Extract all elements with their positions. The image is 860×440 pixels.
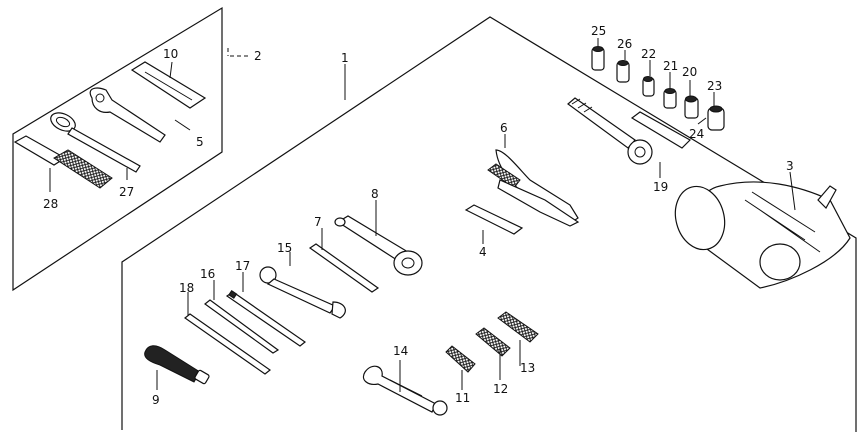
main-kit-frame bbox=[121, 16, 857, 432]
part-13-hex-bit[interactable] bbox=[497, 311, 539, 343]
callout-10: 10 bbox=[163, 47, 178, 61]
callout-26: 26 bbox=[617, 37, 632, 51]
callout-19: 19 bbox=[653, 180, 668, 194]
callout-4: 4 bbox=[479, 245, 487, 259]
callout-21: 21 bbox=[663, 59, 678, 73]
callout-14: 14 bbox=[393, 344, 408, 358]
part-21-socket[interactable] bbox=[663, 88, 677, 109]
callout-27: 27 bbox=[119, 185, 134, 199]
callout-17: 17 bbox=[235, 259, 250, 273]
part-10-strip[interactable] bbox=[130, 61, 207, 109]
part-9-screwdriver-grip[interactable] bbox=[144, 345, 210, 385]
part-12-hex-bit[interactable] bbox=[475, 327, 511, 357]
part-6-pliers[interactable] bbox=[487, 149, 580, 227]
callout-22: 22 bbox=[641, 47, 656, 61]
part-16-phillips-shaft[interactable] bbox=[204, 299, 280, 354]
part-24-socket[interactable] bbox=[707, 105, 725, 131]
callout-3: 3 bbox=[786, 159, 794, 173]
callout-16: 16 bbox=[200, 267, 215, 281]
part-5-hook-spanner[interactable] bbox=[89, 87, 166, 143]
callout-5: 5 bbox=[196, 135, 204, 149]
part-22-socket[interactable] bbox=[642, 76, 655, 97]
callout-11: 11 bbox=[455, 391, 470, 405]
part-15-open-end-wrench[interactable] bbox=[259, 266, 346, 319]
callout-8: 8 bbox=[371, 187, 379, 201]
callout-7: 7 bbox=[314, 215, 322, 229]
part-25-socket[interactable] bbox=[591, 46, 605, 71]
group-bracket-2 bbox=[227, 48, 250, 57]
part-20-socket[interactable] bbox=[684, 95, 699, 119]
callout-labels: 1 2 3 4 5 6 7 8 9 10 11 12 13 14 15 16 1… bbox=[43, 24, 794, 407]
callout-15: 15 bbox=[277, 241, 292, 255]
callout-24: 24 bbox=[689, 127, 704, 141]
callout-2: 2 bbox=[254, 49, 262, 63]
part-8-box-spanner[interactable] bbox=[334, 215, 423, 276]
part-4-feeler-strip[interactable] bbox=[464, 204, 524, 235]
callout-23: 23 bbox=[707, 79, 722, 93]
part-14-combination-wrench[interactable] bbox=[362, 365, 448, 416]
sub-kit-frame bbox=[12, 6, 223, 292]
callout-18: 18 bbox=[179, 281, 194, 295]
part-17-screwdriver-shaft[interactable] bbox=[225, 289, 307, 347]
part-3-tool-bag[interactable] bbox=[669, 181, 851, 289]
callout-12: 12 bbox=[493, 382, 508, 396]
part-7-extension-bar[interactable] bbox=[308, 243, 380, 293]
part-19-ratchet-handle[interactable] bbox=[567, 97, 691, 165]
part-27-ring-wrench[interactable] bbox=[48, 109, 141, 173]
part-11-hex-bit[interactable] bbox=[445, 345, 476, 373]
callout-6: 6 bbox=[500, 121, 508, 135]
part-26-socket[interactable] bbox=[616, 60, 630, 83]
part-18-flat-shaft[interactable] bbox=[183, 313, 272, 375]
leader-lines bbox=[49, 38, 796, 392]
callout-1: 1 bbox=[341, 51, 349, 65]
callout-28: 28 bbox=[43, 197, 58, 211]
callout-9: 9 bbox=[152, 393, 160, 407]
callout-13: 13 bbox=[520, 361, 535, 375]
callout-25: 25 bbox=[591, 24, 606, 38]
part-28-screwdriver-handle[interactable] bbox=[13, 135, 113, 189]
callout-20: 20 bbox=[682, 65, 697, 79]
